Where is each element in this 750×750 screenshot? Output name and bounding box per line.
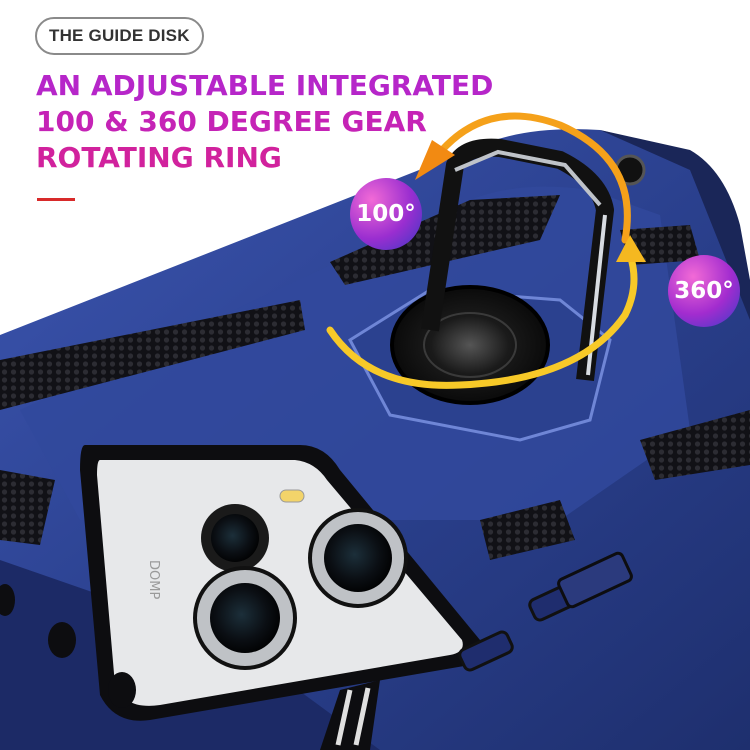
rotate-arrowhead xyxy=(616,235,646,262)
headline-line-1: AN ADJUSTABLE INTEGRATED xyxy=(36,69,494,102)
flash xyxy=(279,489,305,503)
port-3 xyxy=(0,584,15,616)
port-2 xyxy=(108,672,136,708)
headline-line-3: ROTATING RING xyxy=(36,141,282,174)
tilt-degree-text: 100° xyxy=(356,201,416,227)
ring-loop xyxy=(421,138,614,382)
grip-strip-left xyxy=(0,300,305,410)
guide-disk-label: THE GUIDE DISK xyxy=(35,17,204,55)
headline: AN ADJUSTABLE INTEGRATED 100 & 360 DEGRE… xyxy=(36,68,493,176)
port-1 xyxy=(48,622,76,658)
grip-strip-far-left xyxy=(0,470,55,545)
accent-rule xyxy=(37,198,75,201)
tilt-degree-badge: 100° xyxy=(350,178,422,250)
lens-text: DOMP xyxy=(146,560,161,599)
rotate-degree-text: 360° xyxy=(674,278,734,304)
side-button-1 xyxy=(458,630,514,672)
tilt-arrowhead xyxy=(415,140,455,180)
side-switch xyxy=(557,551,633,609)
guide-disk-label-text: THE GUIDE DISK xyxy=(49,26,190,45)
rotate-arrow xyxy=(326,251,638,389)
grip-strip-mid xyxy=(480,500,575,560)
headline-line-2: 100 & 360 DEGREE GEAR xyxy=(36,105,427,138)
rotate-degree-badge: 360° xyxy=(668,255,740,327)
grip-strip-right-lower xyxy=(640,410,750,480)
tilt-arrow xyxy=(426,112,631,244)
